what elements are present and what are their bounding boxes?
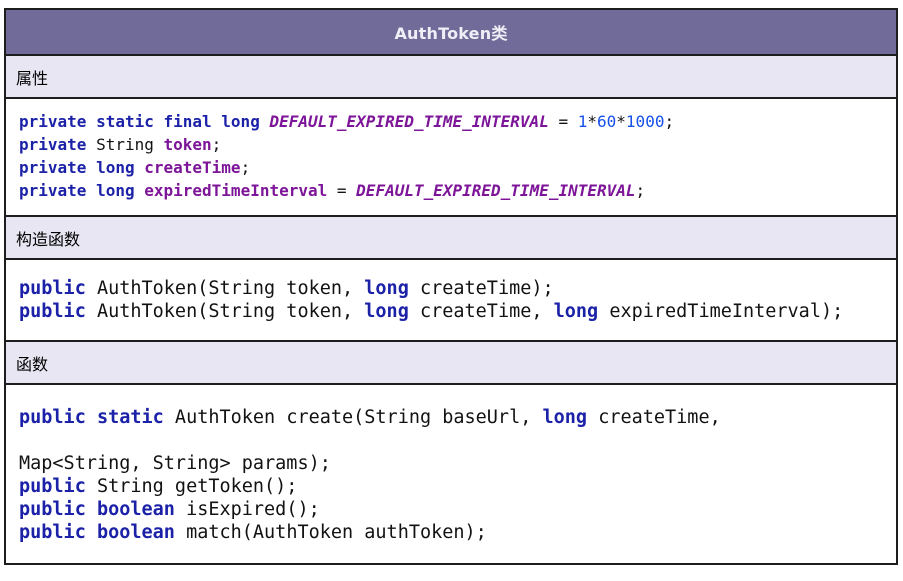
code-line: private static final long DEFAULT_EXPIRE… xyxy=(19,112,675,131)
code-line: public AuthToken(String token, long crea… xyxy=(19,301,844,322)
code-block-attributes: private static final long DEFAULT_EXPIRE… xyxy=(6,99,896,215)
code-block-constructors: public AuthToken(String token, long crea… xyxy=(6,260,896,340)
code-line: public boolean isExpired(); xyxy=(19,499,320,520)
code-line: private long expiredTimeInterval = DEFAU… xyxy=(19,181,646,200)
section-label-constructors-text: 构造函数 xyxy=(16,229,81,249)
section-label-functions-text: 函数 xyxy=(16,354,49,374)
code-line: public boolean match(AuthToken authToken… xyxy=(19,522,487,543)
code-line: public AuthToken(String token, long crea… xyxy=(19,278,554,299)
code-line: public String getToken(); xyxy=(19,476,298,497)
code-line: Map<String, String> params); xyxy=(19,453,331,474)
class-title-bar: AuthToken类 xyxy=(6,10,896,54)
section-label-functions: 函数 xyxy=(6,340,896,385)
section-label-attributes-text: 属性 xyxy=(16,68,49,88)
code-line: private long createTime; xyxy=(19,158,251,177)
code-line: public static AuthToken create(String ba… xyxy=(19,407,721,428)
class-title: AuthToken类 xyxy=(394,24,508,43)
section-label-constructors: 构造函数 xyxy=(6,215,896,260)
code-block-functions: public static AuthToken create(String ba… xyxy=(6,385,896,563)
class-table: AuthToken类 属性 private static final long … xyxy=(4,8,898,565)
section-label-attributes: 属性 xyxy=(6,54,896,99)
code-line: private String token; xyxy=(19,135,222,154)
code-line xyxy=(19,429,890,452)
